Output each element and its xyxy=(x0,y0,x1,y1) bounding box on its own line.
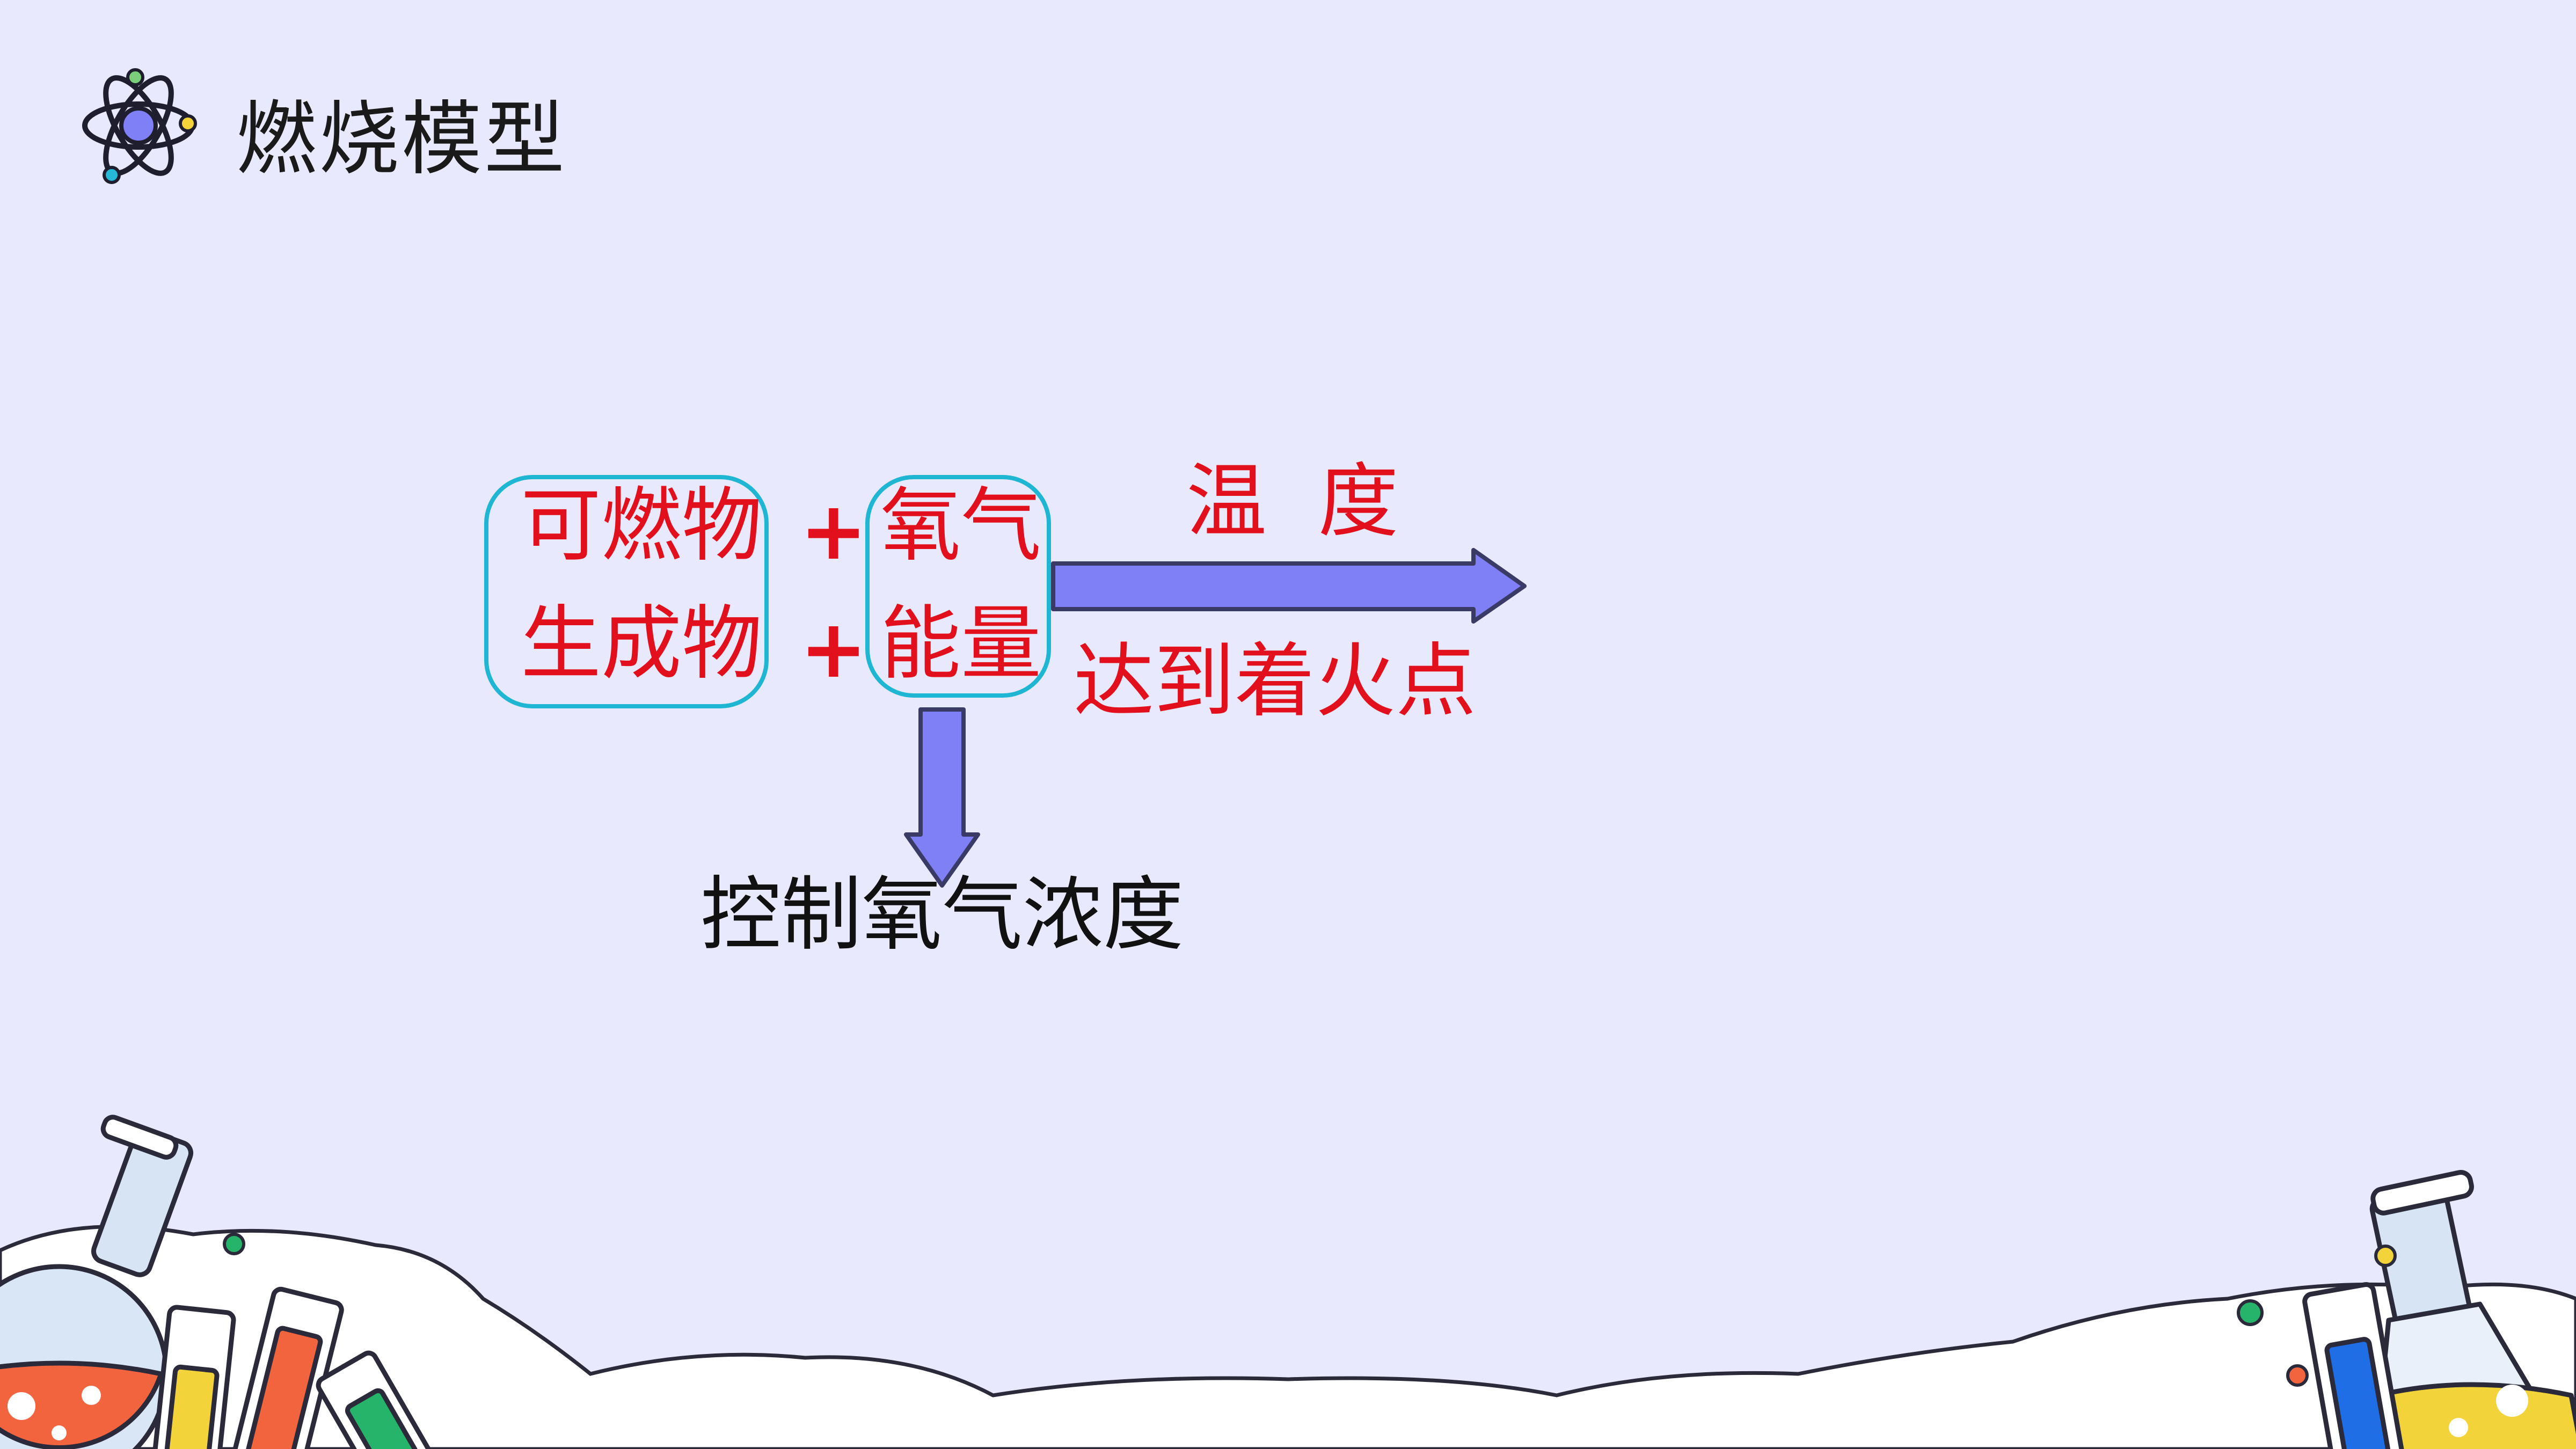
product-label: 生成物 xyxy=(521,597,763,691)
right-arrow xyxy=(1051,548,1527,624)
plus-sign-top: + xyxy=(800,485,867,578)
right-lab-flasks-illustration xyxy=(2237,1169,2576,1449)
ignition-point-label: 达到着火点 xyxy=(1074,635,1477,728)
oxygen-energy-box xyxy=(865,475,1051,698)
temperature-label: 温 度 xyxy=(1186,455,1399,548)
down-arrow xyxy=(904,707,980,888)
left-lab-flasks-illustration xyxy=(0,1115,441,1449)
atom-icon xyxy=(82,68,197,184)
page-title: 燃烧模型 xyxy=(236,93,567,186)
plus-sign-bottom: + xyxy=(800,603,867,696)
oxygen-label: 氧气 xyxy=(880,479,1042,573)
oxygen-concentration-label: 控制氧气浓度 xyxy=(700,868,1184,962)
fuel-product-box xyxy=(484,475,769,708)
energy-label: 能量 xyxy=(880,597,1042,691)
fuel-label: 可燃物 xyxy=(521,479,763,573)
cloud-decoration xyxy=(0,1224,2576,1449)
